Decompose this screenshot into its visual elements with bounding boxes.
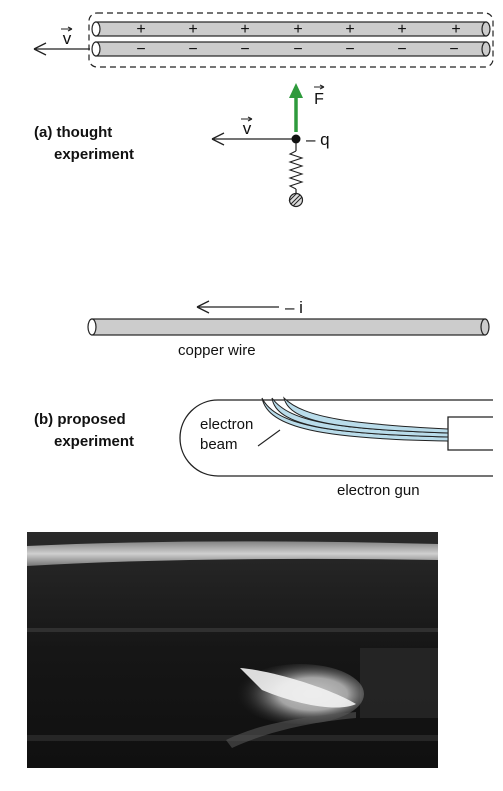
caption-a-line1: (a) thought [34, 124, 112, 141]
current-label: – i [285, 298, 303, 317]
negative-wire [91, 41, 491, 57]
plus-sign: + [451, 21, 460, 38]
gun-label: electron gun [337, 482, 420, 499]
part-b-proposed-experiment: – i copper wire electron beam electron g… [34, 298, 493, 499]
electron-gun [447, 416, 493, 451]
minus-sign: − [449, 41, 458, 58]
current-arrow: – i [196, 298, 303, 317]
electron-beam [261, 396, 449, 442]
plus-sign: + [345, 21, 354, 38]
part-a-thought-experiment: + + + + + + + − − − − − − − v [33, 12, 494, 208]
minus-sign: − [397, 41, 406, 58]
velocity-label: v [243, 119, 252, 138]
charge-label: – q [306, 130, 330, 149]
plus-sign: + [136, 21, 145, 38]
wire-label: copper wire [178, 342, 256, 359]
minus-charges: − − − − − − − [136, 41, 458, 58]
moving-frame-box [88, 12, 494, 68]
spring-anchor [288, 192, 304, 208]
plus-charges: + + + + + + + [136, 21, 460, 38]
minus-sign: − [240, 41, 249, 58]
experiment-photograph [27, 532, 438, 768]
positive-wire [91, 21, 491, 37]
test-charge-dot [291, 134, 301, 144]
force-arrow: F [289, 83, 325, 132]
copper-wire [87, 318, 490, 336]
spring [288, 143, 304, 208]
minus-sign: − [188, 41, 197, 58]
charge-velocity-arrow: v [211, 116, 292, 146]
plus-sign: + [240, 21, 249, 38]
beam-label-line2: beam [200, 436, 238, 453]
caption-b-line1: (b) proposed [34, 411, 126, 428]
minus-sign: − [345, 41, 354, 58]
plus-sign: + [188, 21, 197, 38]
minus-sign: − [293, 41, 302, 58]
caption-b-line2: experiment [54, 433, 134, 450]
force-label: F [314, 91, 324, 108]
beam-label-pointer [257, 429, 281, 447]
minus-sign: − [136, 41, 145, 58]
frame-velocity-arrow: v [33, 26, 90, 56]
plus-sign: + [397, 21, 406, 38]
caption-a-line2: experiment [54, 146, 134, 163]
plus-sign: + [293, 21, 302, 38]
beam-label-line1: electron [200, 416, 253, 433]
velocity-label-top: v [63, 29, 72, 48]
vacuum-tube [179, 399, 493, 477]
